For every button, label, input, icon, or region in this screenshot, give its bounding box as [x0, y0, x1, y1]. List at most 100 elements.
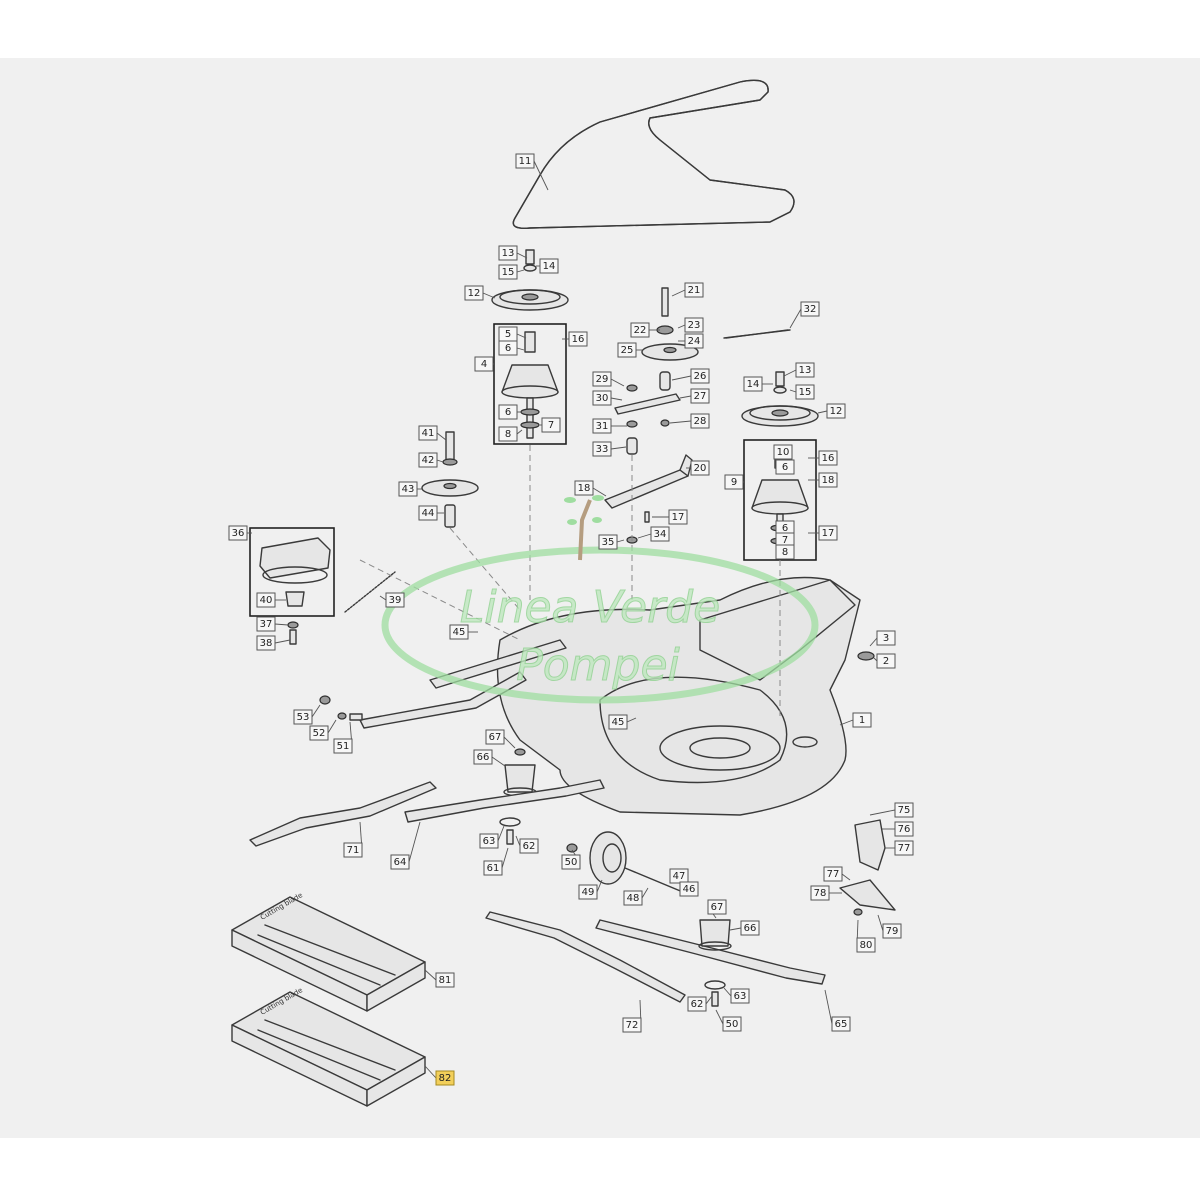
callout-label-62b: 62	[691, 999, 704, 1010]
callout-label-75: 75	[898, 805, 911, 816]
leader-line-41	[436, 432, 447, 441]
callout-48: 48	[623, 890, 643, 906]
tree-logo-icon	[564, 495, 604, 561]
callout-label-6d: 6	[782, 523, 788, 534]
callout-box-46	[679, 881, 699, 897]
callout-50a: 50	[561, 854, 581, 870]
callout-label-14b: 14	[747, 379, 760, 390]
callout-18b: 18	[574, 480, 594, 496]
callout-label-64: 64	[394, 857, 407, 868]
leader-line-79	[877, 914, 884, 932]
callout-box-81	[435, 972, 455, 988]
callout-label-63a: 63	[483, 836, 496, 847]
callout-label-77a: 77	[898, 843, 911, 854]
callout-30: 30	[592, 390, 612, 406]
callout-label-61: 61	[487, 863, 500, 874]
callout-11: 11	[515, 153, 535, 169]
callout-39: 39	[385, 592, 405, 608]
callout-box-9	[724, 474, 744, 490]
callout-label-40: 40	[260, 595, 273, 606]
callout-34: 34	[650, 526, 670, 542]
callout-17a: 17	[818, 525, 838, 541]
callout-label-13a: 13	[502, 248, 515, 259]
callout-box-13a	[498, 245, 518, 261]
callout-6d: 6	[775, 520, 795, 536]
callout-label-45a: 45	[453, 627, 466, 638]
callout-label-12a: 12	[468, 288, 481, 299]
callout-label-3: 3	[883, 633, 889, 644]
callout-label-50a: 50	[565, 857, 578, 868]
cover-36-assembly	[259, 537, 331, 607]
callout-box-27	[690, 388, 710, 404]
callout-76: 76	[894, 821, 914, 837]
leader-line-42	[436, 459, 444, 463]
callout-label-26: 26	[694, 371, 707, 382]
leader-line-53	[311, 704, 321, 718]
callout-box-77b	[823, 866, 843, 882]
leader-line-62b	[705, 995, 713, 1005]
callout-82: 82	[435, 1070, 455, 1086]
callout-label-18a: 18	[822, 475, 835, 486]
callout-67a: 67	[485, 729, 505, 745]
spring-39	[344, 571, 396, 613]
callout-label-66a: 66	[477, 752, 490, 763]
callout-box-64	[390, 854, 410, 870]
callout-33: 33	[592, 441, 612, 457]
leader-line-23	[677, 324, 686, 329]
callout-label-15b: 15	[799, 387, 812, 398]
leader-line-5	[516, 333, 527, 339]
callout-label-39: 39	[389, 595, 402, 606]
callout-box-26	[690, 368, 710, 384]
mower-deck	[496, 576, 875, 816]
callout-box-43	[398, 481, 418, 497]
callout-box-18b	[574, 480, 594, 496]
callout-box-65	[831, 1016, 851, 1032]
callout-box-34	[650, 526, 670, 542]
callout-42: 42	[418, 452, 438, 468]
callout-box-78	[810, 885, 830, 901]
callout-13b: 13	[795, 362, 815, 378]
callout-label-30: 30	[596, 393, 609, 404]
callout-label-16b: 16	[822, 453, 835, 464]
callout-box-75	[894, 802, 914, 818]
callout-20: 20	[690, 460, 710, 476]
leader-line-6a	[516, 347, 525, 351]
callout-12a: 12	[464, 285, 484, 301]
callout-label-62a: 62	[523, 841, 536, 852]
callout-label-25: 25	[621, 345, 634, 356]
callout-13a: 13	[498, 245, 518, 261]
callout-box-51	[333, 738, 353, 754]
callout-label-35: 35	[602, 537, 615, 548]
callout-81: 81	[435, 972, 455, 988]
leader-line-77b	[841, 873, 851, 881]
callout-box-14b	[743, 376, 763, 392]
callout-6b: 6	[498, 404, 518, 420]
callout-label-81: 81	[439, 975, 452, 986]
callout-label-71: 71	[347, 845, 360, 856]
leader-line-11	[533, 160, 549, 191]
leader-line-63b	[723, 987, 732, 997]
callout-box-63a	[479, 833, 499, 849]
leader-line-15b	[789, 389, 797, 393]
callout-label-4: 4	[481, 359, 487, 370]
leader-line-63a	[497, 825, 505, 842]
callout-label-20: 20	[694, 463, 707, 474]
callout-15a: 15	[498, 264, 518, 280]
callout-box-20	[690, 460, 710, 476]
callout-box-82	[435, 1070, 455, 1086]
callout-label-47: 47	[673, 871, 686, 882]
callout-label-28: 28	[694, 416, 707, 427]
callout-label-53: 53	[297, 712, 310, 723]
callout-18a: 18	[818, 472, 838, 488]
callout-box-72	[622, 1017, 642, 1033]
callout-77b: 77	[823, 866, 843, 882]
callout-label-27: 27	[694, 391, 707, 402]
callout-75: 75	[894, 802, 914, 818]
callout-49: 49	[578, 884, 598, 900]
callout-box-47	[669, 868, 689, 884]
callout-label-15a: 15	[502, 267, 515, 278]
callout-12b: 12	[826, 403, 846, 419]
leader-line-49	[596, 879, 603, 893]
group-box-36	[249, 527, 335, 617]
